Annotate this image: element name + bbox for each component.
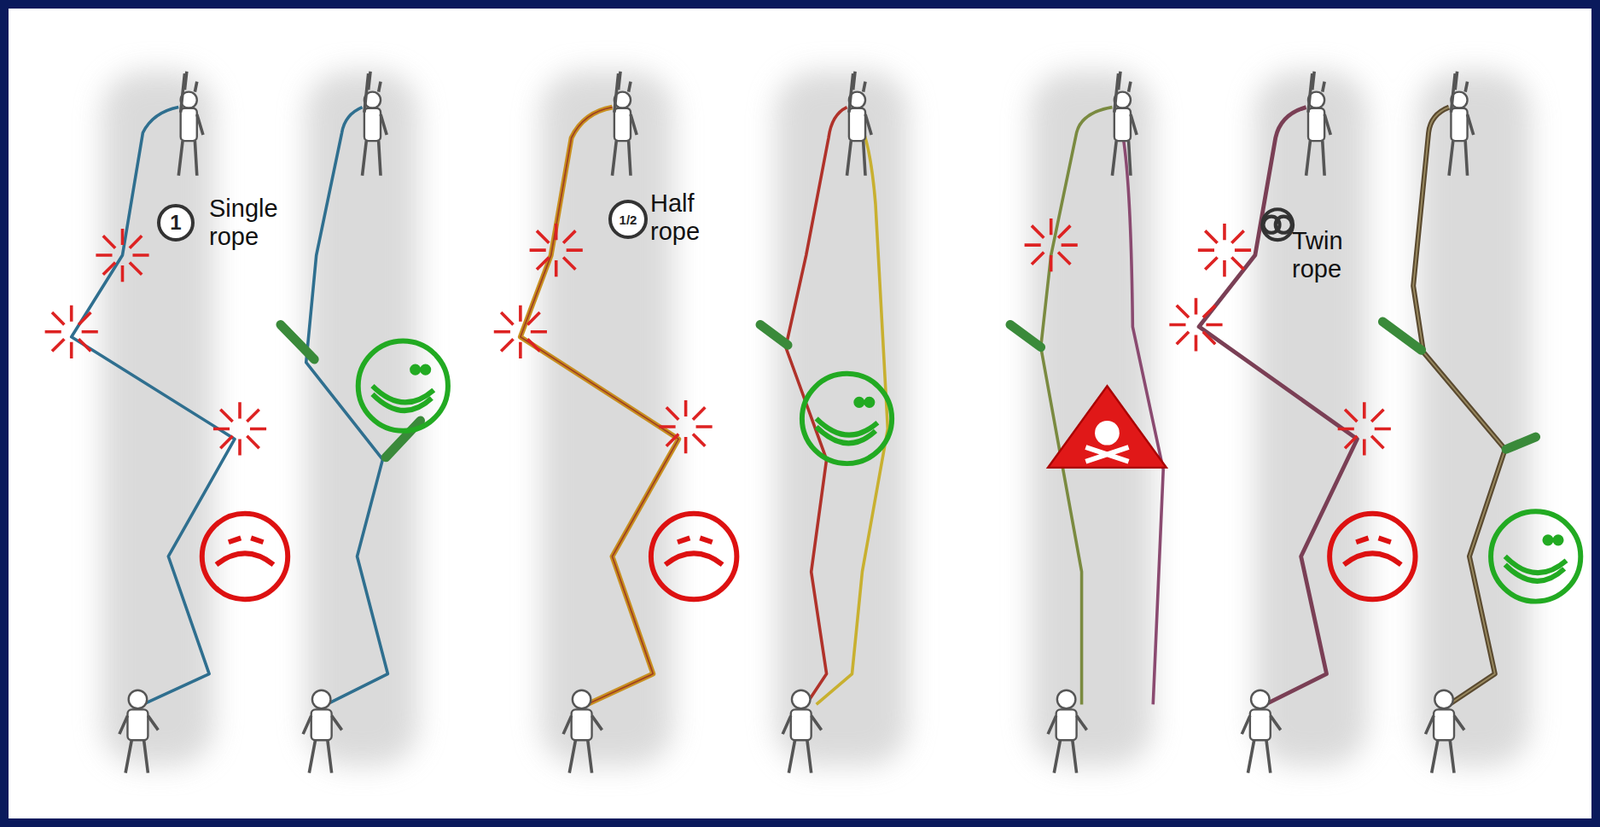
callout-number: 1/2	[619, 212, 638, 227]
rope-label: Single rope	[209, 194, 295, 251]
rope-label: Half rope	[650, 189, 719, 246]
circled-number: 1/2	[608, 199, 648, 239]
callout-number: 1	[169, 210, 181, 235]
rope-label: Twin rope	[1291, 226, 1361, 284]
circled-number: 1	[157, 203, 195, 242]
